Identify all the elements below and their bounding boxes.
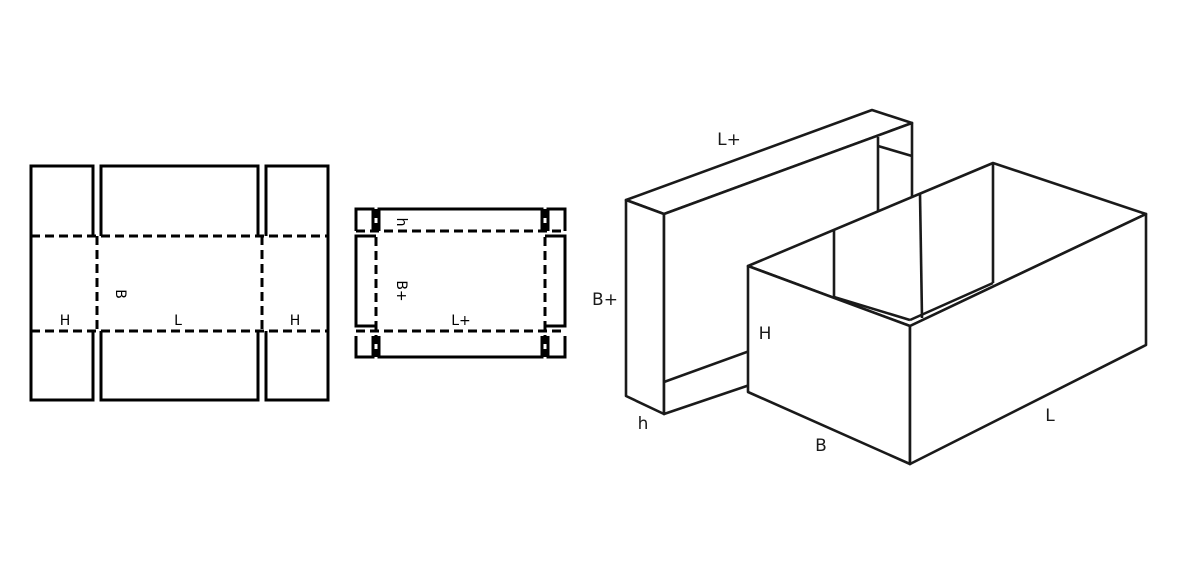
- lid-side-right: [545, 234, 567, 328]
- label-l: L: [174, 313, 182, 329]
- tray-inner-floor-back: [909, 281, 994, 322]
- label-h-right: H: [290, 313, 301, 329]
- lid-flap-top-right: [546, 207, 567, 231]
- label-bottom-height: H: [759, 324, 772, 344]
- lid-label-l: L+: [451, 313, 471, 329]
- tray-side-face: [908, 212, 1148, 466]
- lid-flap-bottom-center: [377, 336, 544, 359]
- tray-3d: [746, 161, 1148, 466]
- label-lid-height: h: [638, 414, 649, 434]
- lid-inner-corner-top: [877, 144, 913, 158]
- flap-top-left: [29, 164, 95, 236]
- lid-flap-top-left: [354, 207, 375, 231]
- flap-bottom-center: [99, 331, 260, 402]
- assembled-box-3d: L+ B+ h H B L: [592, 108, 1148, 466]
- label-bottom-width: B: [815, 436, 827, 456]
- lid-blank: h B+ L+: [354, 207, 567, 359]
- lid-label-h: h: [393, 218, 409, 227]
- lid-flap-top-center: [377, 207, 544, 231]
- label-lid-length: L+: [717, 130, 741, 150]
- flap-bottom-right: [264, 331, 330, 402]
- label-h-left: H: [60, 313, 71, 329]
- label-lid-width: B+: [592, 290, 618, 310]
- tray-inner-floor-left: [833, 295, 911, 322]
- lid-label-b: B+: [393, 280, 409, 301]
- tray-inner-divider: [918, 193, 924, 319]
- lid-flap-bottom-left: [354, 336, 375, 359]
- label-bottom-length: L: [1045, 406, 1055, 426]
- lid-side-left: [354, 234, 376, 328]
- lid-side-face: [624, 198, 666, 416]
- flap-bottom-left: [29, 331, 95, 402]
- label-b: B: [112, 289, 128, 299]
- lid-flap-bottom-right: [546, 336, 567, 359]
- flap-top-right: [264, 164, 330, 236]
- flap-top-center: [99, 164, 260, 236]
- bottom-tray-blank: H L H B: [29, 164, 330, 402]
